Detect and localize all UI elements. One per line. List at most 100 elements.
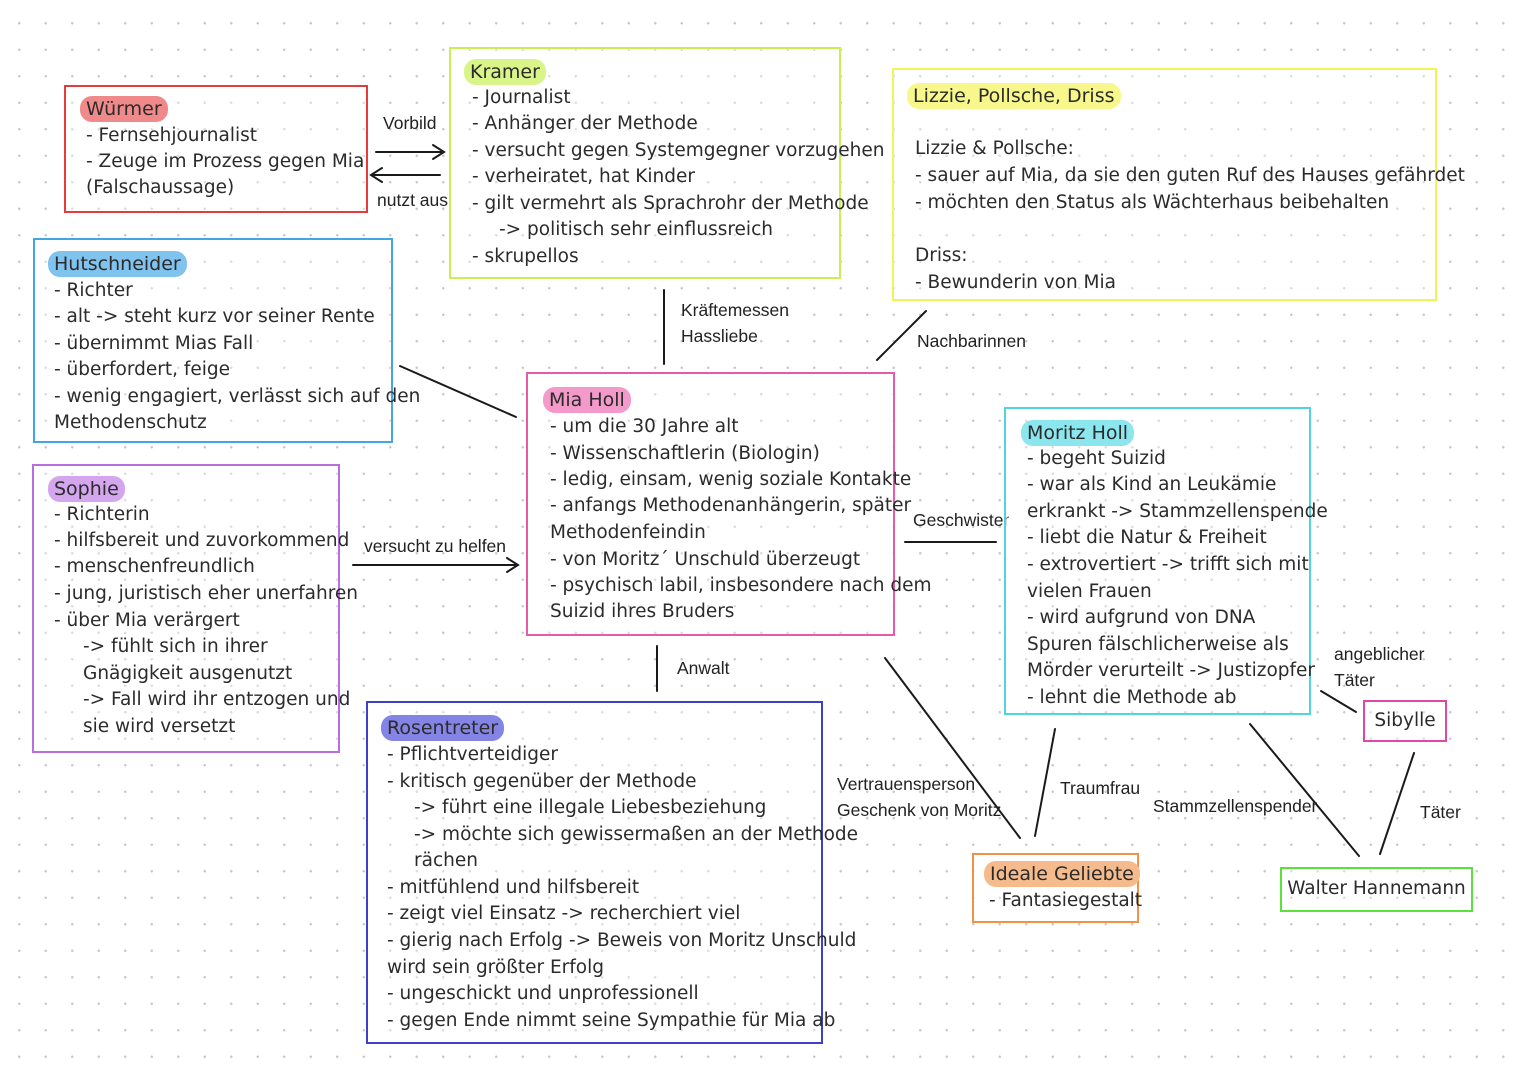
node-line: vielen Frauen bbox=[1027, 581, 1152, 602]
node-line: Lizzie & Pollsche: bbox=[915, 138, 1074, 159]
node-line: - Fantasiegestalt bbox=[989, 890, 1143, 911]
edge-sibylle-walter bbox=[1379, 752, 1415, 855]
node-line: - psychisch labil, insbesondere nach dem bbox=[550, 575, 932, 596]
node-line: - Anhänger der Methode bbox=[472, 113, 698, 134]
node-line: - Wissenschaftlerin (Biologin) bbox=[550, 443, 820, 464]
edge-nutzt-aus-arrowhead bbox=[369, 167, 383, 183]
node-title: Moritz Holl bbox=[1021, 420, 1135, 446]
node-line: - kritisch gegenüber der Methode bbox=[387, 771, 697, 792]
node-line: - versucht gegen Systemgegner vorzugehen bbox=[472, 140, 885, 161]
node-rosentreter: Rosentreter - Pflichtverteidiger - kriti… bbox=[366, 701, 858, 1044]
node-line: - über Mia verärgert bbox=[54, 610, 240, 631]
node-line: sie wird versetzt bbox=[83, 716, 236, 737]
node-line: wird sein größter Erfolg bbox=[387, 957, 604, 978]
edge-label-geschenk: Geschenk von Moritz bbox=[837, 800, 1002, 820]
node-line: - hilfsbereit und zuvorkommend bbox=[54, 530, 350, 551]
node-line: rächen bbox=[414, 850, 478, 871]
edge-moritz-sibylle bbox=[1320, 690, 1357, 713]
node-line: - anfangs Methodenanhängerin, später bbox=[550, 495, 912, 516]
node-walter-hannemann: Walter Hannemann bbox=[1280, 867, 1473, 912]
node-line: - gegen Ende nimmt seine Sympathie für M… bbox=[387, 1010, 836, 1031]
node-line: - Pflichtverteidiger bbox=[387, 744, 558, 765]
edge-label-kraeftemessen: Kräftemessen bbox=[681, 300, 789, 320]
node-line: - ledig, einsam, wenig soziale Kontakte bbox=[550, 469, 912, 490]
node-moritz-holl: Moritz Holl - begeht Suizid - war als Ki… bbox=[1004, 407, 1328, 715]
node-line: - ungeschickt und unprofessionell bbox=[387, 983, 699, 1004]
node-line: Gnägigkeit ausgenutzt bbox=[83, 663, 293, 684]
node-line: - Zeuge im Prozess gegen Mia bbox=[86, 151, 365, 172]
node-line: - möchten den Status als Wächterhaus bei… bbox=[915, 192, 1390, 213]
edge-label-taeter-1: Täter bbox=[1334, 670, 1375, 690]
node-line: - Bewunderin von Mia bbox=[915, 272, 1116, 293]
node-line: - Fernsehjournalist bbox=[86, 125, 258, 146]
node-line: - gilt vermehrt als Sprachrohr der Metho… bbox=[472, 193, 869, 214]
node-line: - Journalist bbox=[472, 87, 571, 108]
edge-label-anwalt: Anwalt bbox=[677, 658, 730, 678]
edge-label-versucht-zu-helfen: versucht zu helfen bbox=[364, 536, 507, 556]
node-lizzie-pollsche-driss: Lizzie, Pollsche, Driss Lizzie & Pollsch… bbox=[892, 68, 1465, 301]
node-line: Methodenfeindin bbox=[550, 522, 706, 543]
node-line: - lehnt die Methode ab bbox=[1027, 687, 1237, 708]
node-line: - mitfühlend und hilfsbereit bbox=[387, 877, 640, 898]
node-line: - begeht Suizid bbox=[1027, 448, 1166, 469]
edge-hutschneider-mia bbox=[399, 365, 517, 418]
node-line: - liebt die Natur & Freiheit bbox=[1027, 527, 1267, 548]
node-line: - wenig engagiert, verlässt sich auf den bbox=[54, 386, 421, 407]
node-line: erkrankt -> Stammzellenspende bbox=[1027, 501, 1328, 522]
node-line: Spuren fälschlicherweise als bbox=[1027, 634, 1289, 655]
node-line: - extrovertiert -> trifft sich mit bbox=[1027, 554, 1309, 575]
node-mia-holl: Mia Holl - um die 30 Jahre alt - Wissens… bbox=[526, 372, 931, 636]
edge-mia-ideale bbox=[884, 657, 1021, 839]
edge-label-nutzt-aus: nutzt aus bbox=[377, 190, 449, 210]
node-line: - war als Kind an Leukämie bbox=[1027, 474, 1277, 495]
edge-label-angeblicher: angeblicher bbox=[1334, 644, 1425, 664]
node-line: - verheiratet, hat Kinder bbox=[472, 166, 695, 187]
node-line: - um die 30 Jahre alt bbox=[550, 416, 739, 437]
node-title: Würmer bbox=[80, 96, 168, 122]
node-line: - überfordert, feige bbox=[54, 359, 231, 380]
node-line: Suizid ihres Bruders bbox=[550, 601, 735, 622]
node-line: -> führt eine illegale Liebesbeziehung bbox=[414, 797, 767, 818]
node-line: Methodenschutz bbox=[54, 412, 207, 433]
node-title: Lizzie, Pollsche, Driss bbox=[907, 83, 1121, 109]
edge-label-geschwister: Geschwister bbox=[913, 510, 1010, 530]
edge-label-nachbarinnen: Nachbarinnen bbox=[917, 331, 1026, 351]
node-title: Ideale Geliebte bbox=[984, 861, 1140, 887]
node-line: -> fühlt sich in ihrer bbox=[83, 636, 268, 657]
edge-label-hassliebe: Hassliebe bbox=[681, 326, 758, 346]
node-ideale-geliebte: Ideale Geliebte - Fantasiegestalt bbox=[972, 853, 1143, 923]
edge-label-vorbild: Vorbild bbox=[383, 113, 437, 133]
node-line: -> möchte sich gewissermaßen an der Meth… bbox=[414, 824, 859, 845]
node-sophie: Sophie - Richterin - hilfsbereit und zuv… bbox=[32, 464, 358, 753]
node-line: - gierig nach Erfolg -> Beweis von Morit… bbox=[387, 930, 857, 951]
node-line: -> politisch sehr einflussreich bbox=[499, 219, 773, 240]
node-line: - skrupellos bbox=[472, 246, 579, 267]
node-title: Mia Holl bbox=[543, 387, 631, 413]
edge-moritz-ideale bbox=[1034, 728, 1056, 837]
node-title: Sibylle bbox=[1374, 710, 1436, 731]
node-wuermer: Würmer - Fernsehjournalist - Zeuge im Pr… bbox=[64, 85, 368, 213]
node-title: Walter Hannemann bbox=[1287, 878, 1466, 899]
node-hutschneider: Hutschneider - Richter - alt -> steht ku… bbox=[33, 238, 420, 443]
node-line: -> Fall wird ihr entzogen und bbox=[83, 689, 351, 710]
edge-lizzie-mia bbox=[876, 310, 927, 361]
node-line: - wird aufgrund von DNA bbox=[1027, 607, 1256, 628]
node-sibylle: Sibylle bbox=[1363, 700, 1447, 742]
node-line: - Richterin bbox=[54, 504, 150, 525]
edge-label-vertrauensperson: Vertrauensperson bbox=[837, 774, 976, 794]
node-title: Sophie bbox=[48, 476, 125, 502]
edge-sophie-mia-arrowhead bbox=[506, 557, 520, 573]
node-line: - zeigt viel Einsatz -> recherchiert vie… bbox=[387, 903, 741, 924]
node-line: - jung, juristisch eher unerfahren bbox=[54, 583, 359, 604]
node-line: (Falschaussage) bbox=[86, 177, 235, 198]
node-title: Kramer bbox=[464, 59, 546, 85]
node-line: Mörder verurteilt -> Justizopfer bbox=[1027, 660, 1316, 681]
node-title: Hutschneider bbox=[48, 251, 187, 277]
edge-moritz-walter bbox=[1249, 723, 1360, 857]
edge-label-traumfrau: Traumfrau bbox=[1060, 778, 1141, 798]
node-kramer: Kramer - Journalist - Anhänger der Metho… bbox=[449, 47, 884, 279]
edge-label-stammzellenspender: Stammzellenspender bbox=[1153, 796, 1318, 816]
node-line: - alt -> steht kurz vor seiner Rente bbox=[54, 306, 375, 327]
node-line: - übernimmt Mias Fall bbox=[54, 333, 254, 354]
